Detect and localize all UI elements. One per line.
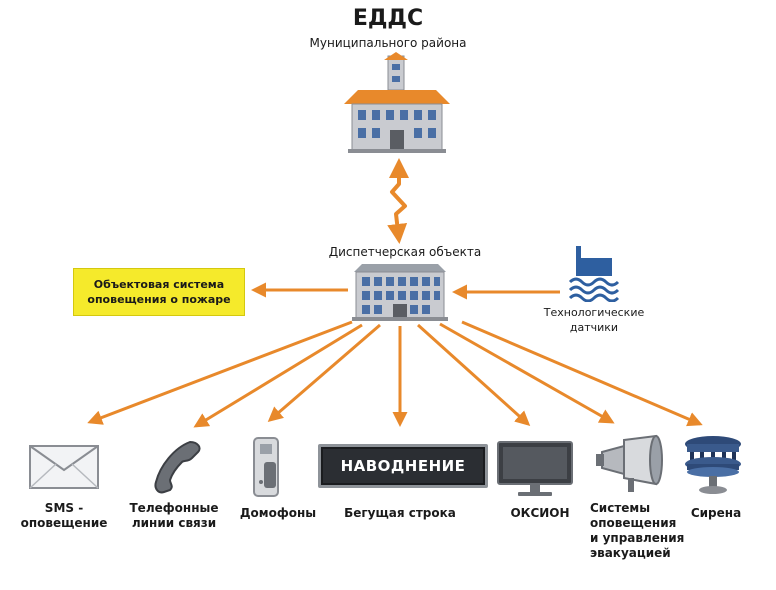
envelope-icon bbox=[29, 445, 99, 489]
arrow-to-sms bbox=[87, 320, 353, 425]
arrow-to-intercom bbox=[267, 323, 381, 422]
edds-subtitle: Муниципального района bbox=[309, 36, 467, 50]
monitor-icon bbox=[497, 441, 573, 496]
arrow-to-siren bbox=[461, 320, 703, 427]
sms-label: SMS - оповещение bbox=[20, 501, 108, 530]
loudspeaker-icon bbox=[596, 434, 663, 492]
arrow-to-phone bbox=[193, 323, 363, 428]
water-sensor-icon bbox=[568, 246, 620, 302]
evacuation-system-label: Системы оповещения и управления эвакуаци… bbox=[590, 501, 685, 560]
two-way-link-arrow bbox=[387, 158, 409, 244]
oxion-label: ОКСИОН bbox=[510, 506, 570, 520]
phone-handset-icon bbox=[154, 440, 201, 494]
intercom-icon bbox=[253, 437, 279, 497]
edds-building-icon bbox=[344, 52, 450, 153]
arrow-to-oxion bbox=[416, 323, 531, 427]
ticker-label: Бегущая строка bbox=[344, 506, 456, 520]
intercom-label: Домофоны bbox=[239, 506, 317, 520]
sensors-label: Технологические датчики bbox=[543, 306, 645, 334]
ticker-display-icon: НАВОДНЕНИЕ bbox=[318, 444, 488, 488]
siren-icon bbox=[685, 436, 741, 494]
dispatch-building-icon bbox=[352, 264, 448, 321]
phone-lines-label: Телефонные линии связи bbox=[129, 501, 219, 530]
dispatch-label: Диспетчерская объекта bbox=[328, 245, 482, 259]
siren-label: Сирена bbox=[690, 506, 742, 520]
ticker-display-text: НАВОДНЕНИЕ bbox=[340, 457, 466, 475]
edds-title: ЕДДС bbox=[352, 6, 424, 31]
arrow-to-evac bbox=[439, 322, 615, 424]
fire-alert-system-box: Объектовая система оповещения о пожаре bbox=[73, 268, 245, 316]
